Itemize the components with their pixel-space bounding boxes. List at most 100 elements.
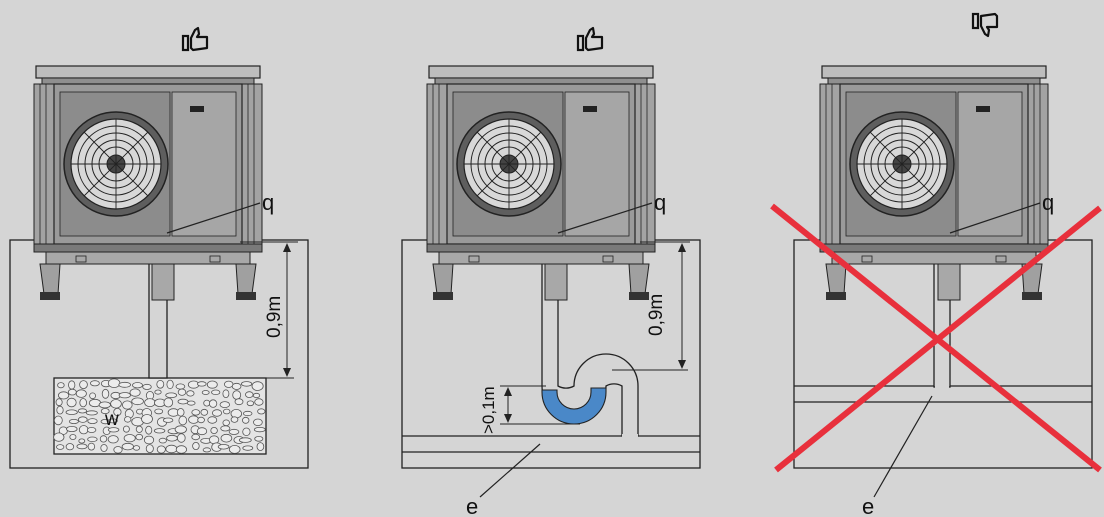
gravel-stone xyxy=(200,408,209,416)
gravel-stone xyxy=(99,435,108,443)
gravel-stone xyxy=(211,409,222,417)
gravel-stone xyxy=(177,388,187,396)
label-q: q xyxy=(1042,190,1054,215)
gravel-stone xyxy=(165,392,178,399)
gravel-stone xyxy=(87,436,98,442)
gravel-stone xyxy=(253,426,266,433)
gravel-stone xyxy=(154,389,162,395)
gravel-stone xyxy=(178,415,188,426)
gravel-stone xyxy=(176,408,185,417)
gravel-stone xyxy=(256,442,265,452)
gravel-stone xyxy=(78,425,89,435)
label-trap-height: >0,1m xyxy=(479,386,498,434)
gravel-stone xyxy=(174,425,187,434)
gravel-stone xyxy=(209,399,218,408)
gravel-stone xyxy=(113,446,123,454)
gravel-stone xyxy=(90,380,100,387)
gravel-stone xyxy=(107,435,119,444)
gravel-stone xyxy=(238,437,252,443)
label-depth: 0,9m xyxy=(264,296,285,338)
gravel-stone xyxy=(186,400,196,406)
label-w: w xyxy=(104,409,119,430)
gravel-stone xyxy=(154,408,164,415)
gravel-stone xyxy=(79,398,87,408)
gravel-stone xyxy=(196,427,208,436)
gravel-stone xyxy=(55,398,63,407)
gravel-stone xyxy=(191,433,201,441)
gravel-stone xyxy=(166,434,178,442)
gravel-stone xyxy=(220,433,233,443)
gravel-stone xyxy=(177,433,186,443)
label-q: q xyxy=(262,190,274,215)
gravel-stone xyxy=(79,380,88,390)
gravel-stone xyxy=(253,418,263,426)
gravel-stone xyxy=(122,400,133,410)
gravel-stone xyxy=(123,416,132,423)
gravel-stone xyxy=(66,397,77,408)
gravel-stone xyxy=(100,408,110,415)
gravel-stone xyxy=(220,425,231,432)
gravel-stone xyxy=(68,418,79,424)
gravel-stone xyxy=(254,398,264,406)
gravel-stone xyxy=(143,435,155,445)
gravel-stone xyxy=(132,382,143,389)
gravel-stone xyxy=(101,388,110,399)
gravel-stone xyxy=(142,383,152,390)
gravel-stone xyxy=(245,391,254,398)
thumbs-up-icon xyxy=(576,26,604,52)
gravel-stone xyxy=(107,427,120,433)
gravel-stone xyxy=(53,432,65,442)
gravel-stone xyxy=(210,426,218,434)
label-q: q xyxy=(654,190,666,215)
gravel-stone xyxy=(163,397,174,408)
thumbs-up-icon xyxy=(181,26,209,52)
gravel-stone xyxy=(188,415,200,424)
gravel-stone xyxy=(121,442,134,451)
gravel-stone xyxy=(252,392,261,399)
gravel-stone xyxy=(228,444,241,454)
gravel-stone xyxy=(145,444,154,454)
gravel-stone xyxy=(191,409,201,416)
gravel-stone xyxy=(232,390,242,400)
gravel-stone xyxy=(222,408,231,415)
gravel-stone xyxy=(162,417,174,423)
gravel-stone xyxy=(231,382,242,390)
gravel-stone xyxy=(100,444,108,452)
gravel-stone xyxy=(75,389,87,398)
gravel-stone xyxy=(118,381,131,388)
gravel-stone xyxy=(56,405,64,415)
gravel-stone xyxy=(145,425,153,435)
gravel-stone xyxy=(242,445,254,451)
panel-2: q 0,9m >0,1m e xyxy=(401,26,701,517)
gravel-stone xyxy=(241,416,250,424)
gravel-stone xyxy=(108,418,118,424)
gravel-stone xyxy=(203,399,211,407)
gravel-stone xyxy=(165,444,178,454)
gravel-stone xyxy=(234,398,244,406)
gravel-stone xyxy=(135,425,143,433)
gravel-stone xyxy=(201,390,210,395)
gravel-stone xyxy=(211,389,221,395)
gravel-stone xyxy=(206,380,218,389)
gravel-stone xyxy=(89,392,96,400)
gravel-stone xyxy=(242,427,251,436)
cross-out-mark xyxy=(774,205,1102,473)
gravel-stone xyxy=(87,418,98,425)
gravel-stone xyxy=(219,401,231,409)
gravel-stone xyxy=(222,419,230,427)
panel-1: q 0,9m w xyxy=(9,26,309,469)
gravel-stone xyxy=(76,443,88,450)
gravel-stone xyxy=(123,425,130,433)
gravel-stone xyxy=(69,434,77,440)
gravel-stone xyxy=(135,433,144,441)
gravel-stone xyxy=(65,409,78,415)
gravel-stone xyxy=(66,425,78,432)
gravel-stone xyxy=(129,388,141,397)
gravel-stone xyxy=(186,390,195,397)
gravel-stone xyxy=(153,428,166,434)
label-e: e xyxy=(466,494,478,517)
gravel-stone xyxy=(141,414,153,424)
gravel-stone xyxy=(192,441,200,450)
gravel-stone xyxy=(98,401,111,409)
gravel-stone xyxy=(175,383,186,390)
